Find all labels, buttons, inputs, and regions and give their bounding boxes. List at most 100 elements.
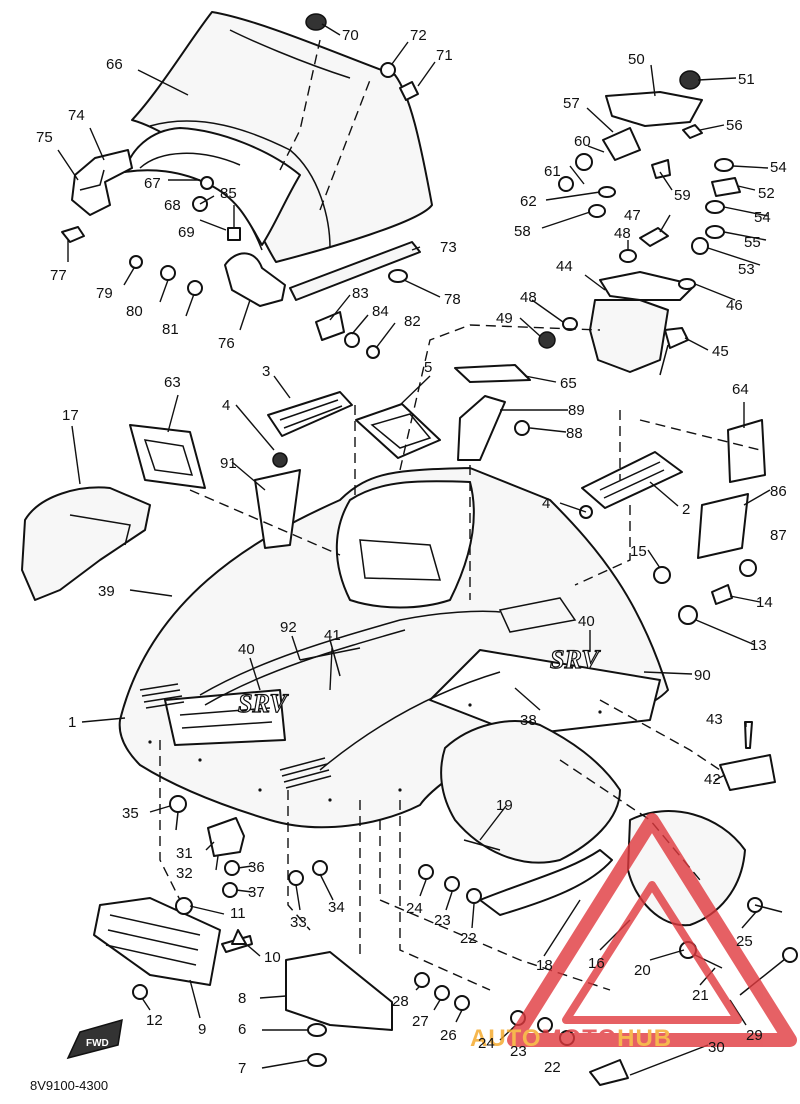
callout-59: 59 [674,187,691,204]
callout-42: 42 [704,771,721,788]
callout-45: 45 [712,343,729,360]
callout-7: 7 [238,1060,246,1077]
hood: SRV SRV [118,467,669,829]
callout-22b: 22 [544,1059,561,1076]
callout-40: 40 [238,641,255,658]
callout-74: 74 [68,107,85,124]
watermark-part1: AUTO [470,1025,542,1052]
watermark: AUTOMOTOHUB [470,813,797,1052]
callout-36: 36 [248,859,265,876]
callout-2: 2 [682,501,690,518]
callout-1: 1 [68,714,76,731]
callout-3: 3 [262,363,270,380]
callout-58: 58 [514,223,531,240]
callout-34: 34 [328,899,345,916]
callout-35: 35 [122,805,139,822]
callout-54: 54 [770,159,787,176]
leader-lines [57,23,771,1076]
callout-23b: 23 [510,1043,527,1060]
callout-57: 57 [563,95,580,112]
callout-19: 19 [496,797,513,814]
callout-87: 87 [770,527,787,544]
callout-73: 73 [440,239,457,256]
callout-4: 4 [222,397,230,414]
callout-20: 20 [634,962,651,979]
callout-85: 85 [220,185,237,202]
strip-73 [289,241,421,301]
guide-lines [159,39,761,991]
callout-90: 90 [694,667,711,684]
callout-21: 21 [692,987,709,1004]
callout-83: 83 [352,285,369,302]
callout-69: 69 [178,224,195,241]
callout-61: 61 [544,163,561,180]
clip-77 [61,226,85,243]
callout-48b: 48 [520,289,537,306]
callout-labels: 1 2 3 4 4 5 6 7 8 9 10 11 12 13 14 15 16… [36,27,787,1077]
callout-32: 32 [176,865,193,882]
callout-70: 70 [342,27,359,44]
callout-10: 10 [264,949,281,966]
watermark-part2: MOTO [542,1025,618,1052]
drawing-code: 8V9100-4300 [30,1078,108,1093]
callout-47: 47 [624,207,641,224]
fwd-label: FWD [86,1038,109,1049]
callout-62: 62 [520,193,537,210]
callout-43: 43 [706,711,723,728]
callout-52: 52 [758,185,775,202]
callout-25: 25 [736,933,753,950]
callout-37: 37 [248,884,265,901]
callout-54b: 54 [754,209,771,226]
callout-17: 17 [62,407,79,424]
callout-67: 67 [144,175,161,192]
callout-48: 48 [614,225,631,242]
callout-39: 39 [98,583,115,600]
srv-decal-left: SRV [238,689,289,718]
callout-27: 27 [412,1013,429,1030]
callout-31: 31 [176,845,193,862]
callout-80: 80 [126,303,143,320]
callout-75b: 75 [36,129,53,146]
callout-9: 9 [198,1021,206,1038]
callout-86: 86 [770,483,787,500]
callout-51: 51 [738,71,755,88]
callout-63: 63 [164,374,181,391]
callout-28: 28 [392,993,409,1010]
callout-64: 64 [732,381,749,398]
callout-16: 16 [588,955,605,972]
callout-26: 26 [440,1027,457,1044]
side-bracket [71,149,133,216]
callout-13: 13 [750,637,767,654]
callout-79: 79 [96,285,113,302]
hood-accessories [21,364,776,791]
callout-40b: 40 [578,613,595,630]
callout-38: 38 [520,712,537,729]
callout-6: 6 [238,1021,246,1038]
callout-23: 23 [434,912,451,929]
callout-82: 82 [404,313,421,330]
svg-text:AUTOMOTOHUB: AUTOMOTOHUB [470,1025,672,1052]
callout-33: 33 [290,914,307,931]
srv-decal-right: SRV [550,645,601,674]
callout-91: 91 [220,455,237,472]
callout-65: 65 [560,375,577,392]
callout-68: 68 [164,197,181,214]
callout-24b: 24 [478,1035,495,1052]
callout-29: 29 [746,1027,763,1044]
callout-66: 66 [106,56,123,73]
callout-81: 81 [162,321,179,338]
callout-55: 55 [744,234,761,251]
callout-89: 89 [568,402,585,419]
callout-14: 14 [756,594,773,611]
callout-53: 53 [738,261,755,278]
callout-22: 22 [460,930,477,947]
callout-88: 88 [566,425,583,442]
callout-75: 76 [218,335,235,352]
callout-84: 84 [372,303,389,320]
callout-41: 41 [324,627,341,644]
watermark-part3: HUB [617,1025,672,1052]
callout-60: 60 [574,133,591,150]
callout-18: 18 [536,957,553,974]
callout-56: 56 [726,117,743,134]
